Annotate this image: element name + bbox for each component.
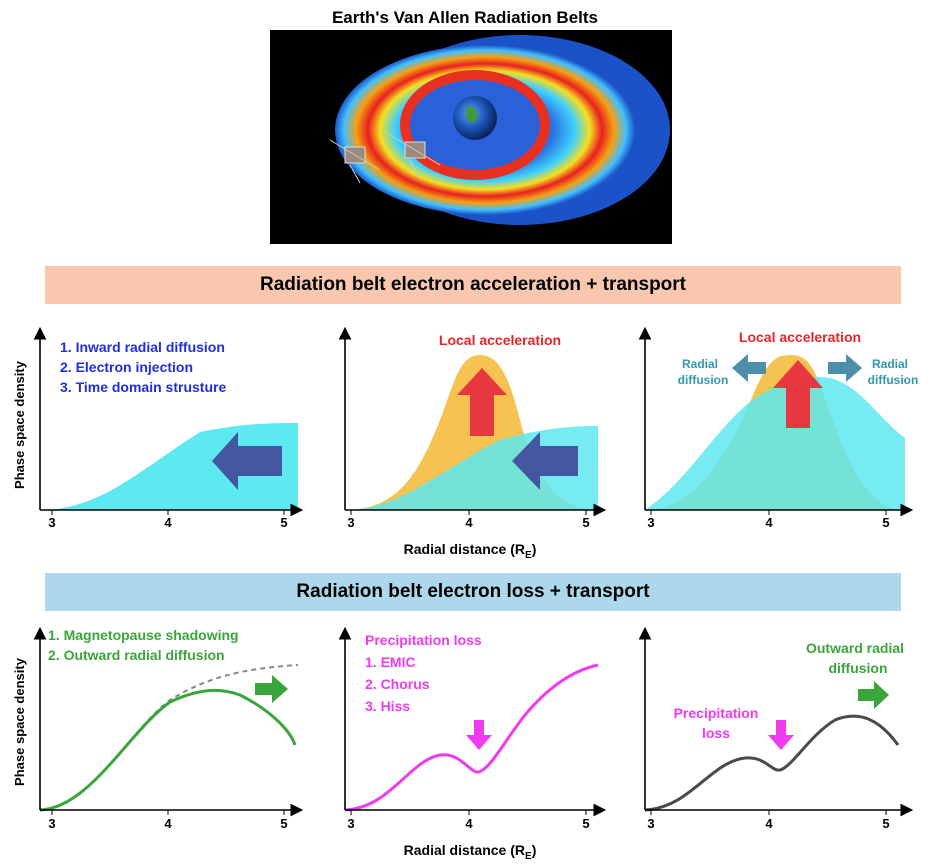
left-diffusion-arrow [732, 354, 766, 382]
radial-diffusion-left-2: diffusion [678, 373, 729, 387]
wave-emic: 1. EMIC [365, 654, 416, 670]
precipitation-loss-2: loss [702, 725, 730, 741]
panel-combined-acceleration: 3 4 5 Local acceleration Radial diffusio… [638, 326, 919, 530]
panel-combined-loss: 3 4 5 Outward radial diffusion Precipita… [638, 626, 914, 831]
loss-mechanism-2: 2. Outward radial diffusion [48, 647, 225, 663]
figure-title: Earth's Van Allen Radiation Belts [331, 8, 599, 27]
mechanism-2: 2. Electron injection [60, 359, 193, 375]
tick-3: 3 [48, 816, 55, 831]
probe-spacecraft-a [329, 139, 381, 184]
x-axis-label-row1: Radial distance (RE) [404, 541, 537, 561]
tick-3: 3 [647, 515, 654, 530]
psd-loss-curve [344, 663, 599, 812]
tick-3: 3 [347, 515, 354, 530]
reference-dashed-curve [39, 664, 299, 811]
x-axis-label-row2: Radial distance (RE) [404, 842, 537, 862]
precipitation-arrow [466, 720, 492, 750]
acceleration-arrow [773, 360, 823, 428]
local-acceleration-label: Local acceleration [439, 332, 561, 348]
tick-3: 3 [48, 515, 55, 530]
outward-arrow [255, 675, 288, 703]
acceleration-banner: Radiation belt electron acceleration + t… [45, 266, 901, 304]
inward-arrow [212, 432, 282, 490]
panel-local-acceleration: 3 4 5 Local acceleration [338, 326, 607, 530]
outward-diffusion-2: diffusion [828, 660, 887, 676]
precipitation-title: Precipitation loss [365, 632, 482, 648]
tick-4: 4 [765, 816, 773, 831]
outward-diffusion-1: Outward radial [806, 640, 904, 656]
acceleration-arrow [457, 368, 507, 436]
inward-arrow [512, 432, 578, 490]
wave-hiss: 3. Hiss [365, 698, 410, 714]
precipitation-arrow [768, 720, 794, 750]
radial-diffusion-right-2: diffusion [868, 373, 919, 387]
psd-loss-curve [39, 688, 297, 812]
tick-4: 4 [465, 816, 473, 831]
tick-5: 5 [882, 515, 889, 530]
radial-diffusion-left-1: Radial [682, 357, 718, 371]
tick-5: 5 [582, 816, 589, 831]
radial-diffusion-right-1: Radial [872, 357, 908, 371]
wave-chorus: 2. Chorus [365, 676, 430, 692]
y-axis-label: Phase space density [12, 360, 27, 489]
tick-3: 3 [647, 816, 654, 831]
tick-5: 5 [280, 515, 287, 530]
tick-5: 5 [582, 515, 589, 530]
probe-spacecraft-b [389, 134, 441, 179]
y-axis-label: Phase space density [12, 657, 27, 786]
tick-4: 4 [765, 515, 773, 530]
earth-continent [466, 106, 478, 123]
psd-loss-curve [644, 714, 900, 812]
tick-4: 4 [465, 515, 473, 530]
broad-curve-fill [645, 376, 905, 510]
precipitation-loss-1: Precipitation [674, 705, 759, 721]
radiation-belts-illustration [270, 30, 672, 244]
tick-5: 5 [882, 816, 889, 831]
loss-mechanism-1: 1. Magnetopause shadowing [48, 627, 239, 643]
tick-3: 3 [347, 816, 354, 831]
panel-inward-diffusion: 3 4 5 Phase space density 1. Inward radi… [12, 326, 304, 530]
right-diffusion-arrow [828, 354, 862, 382]
panel-precipitation-loss: 3 4 5 Precipitation loss 1. EMIC 2. Chor… [338, 626, 607, 831]
loss-banner: Radiation belt electron loss + transport [45, 573, 901, 611]
mechanism-3: 3. Time domain strusture [60, 379, 226, 395]
outward-arrow [858, 681, 889, 709]
panel-magnetopause-shadowing: 3 4 5 Phase space density 1. Magnetopaus… [12, 626, 304, 831]
tick-4: 4 [164, 816, 172, 831]
tick-5: 5 [280, 816, 287, 831]
tick-4: 4 [164, 515, 172, 530]
local-acceleration-label: Local acceleration [739, 329, 861, 345]
mechanism-1: 1. Inward radial diffusion [60, 339, 225, 355]
